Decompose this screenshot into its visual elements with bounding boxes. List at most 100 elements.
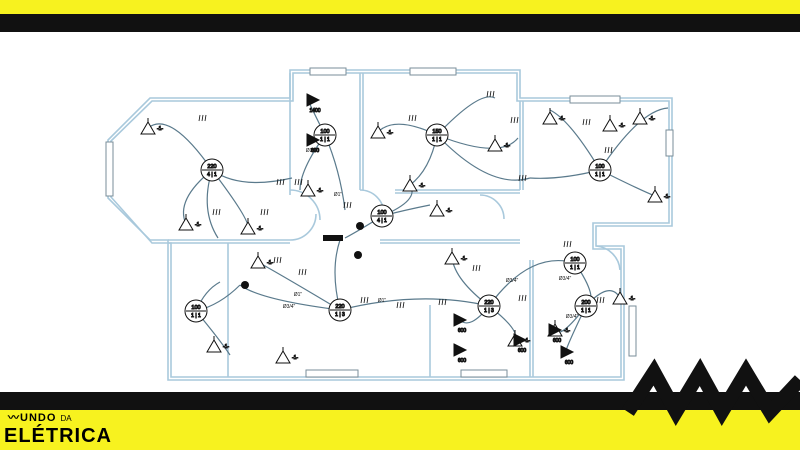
distribution-board	[323, 235, 343, 241]
socket-label: -1-	[223, 344, 229, 350]
socket-triangle: -1-	[178, 214, 202, 231]
load-label: 600	[458, 358, 467, 364]
load-label: 1400	[309, 108, 320, 114]
circuit-id-label: 1 | 1	[191, 313, 201, 319]
conductor-tick	[596, 296, 605, 304]
brand-word-da: DA	[60, 414, 72, 423]
socket-label: -1-	[649, 116, 655, 122]
wave-mark-icon: 〰	[8, 412, 20, 424]
conductor-tick	[343, 201, 352, 209]
load-label: 600	[458, 328, 467, 334]
conductor-tick	[518, 294, 527, 302]
circuit-id-label: 1 | 3	[484, 308, 494, 314]
circuit-power-label: 100	[191, 305, 200, 311]
circuit-power-label: 150	[432, 129, 441, 135]
conduit-labels: Ø1"Ø3/4"Ø1"Ø3/4"Ø3/4"Ø1"Ø3/4"Ø3/4"	[283, 148, 579, 320]
socket-triangle: -1-	[140, 118, 164, 135]
circuit-circle: 100 1 | 1	[184, 299, 208, 323]
socket-label: -1-	[157, 126, 163, 132]
socket-label: -1-	[257, 226, 263, 232]
socket-triangle: -1-	[602, 115, 626, 132]
conductor-tick	[563, 240, 572, 248]
bottom-black-band	[0, 392, 800, 410]
conductor-tick	[360, 296, 369, 304]
circuit-power-label: 220	[484, 300, 493, 306]
socket-triangle: -1-	[300, 180, 324, 197]
socket-triangle: -1-	[240, 218, 264, 235]
junction-dot	[354, 251, 362, 259]
power-load: 600	[306, 133, 321, 155]
socket-label: -1-	[292, 355, 298, 361]
socket-triangle: -1-	[487, 135, 511, 152]
load-label: 600	[311, 148, 320, 154]
circuit-id-label: 1 | 1	[581, 308, 591, 314]
socket-label: -1-	[564, 328, 570, 334]
circuit-power-label: 100	[377, 210, 386, 216]
circuit-id-label: 1 | 1	[320, 137, 330, 143]
circuit-circle: 100 1 | 1	[563, 251, 587, 275]
socket-label: -1-	[419, 183, 425, 189]
socket-label: -1-	[461, 256, 467, 262]
socket-triangle: -1-	[402, 175, 426, 192]
socket-label: -1-	[664, 194, 670, 200]
socket-triangle: -1-	[206, 336, 230, 353]
junction-dot	[356, 222, 364, 230]
circuit-power-label: 100	[570, 257, 579, 263]
socket-triangle: -1-	[612, 288, 636, 305]
conduit-diameter-label: Ø3/4"	[306, 148, 319, 154]
conductor-tick	[276, 178, 285, 186]
circuit-id-label: 1 | 3	[335, 312, 345, 318]
circuit-power-label: 100	[595, 164, 604, 170]
bottom-yellow-band	[0, 410, 800, 450]
circuit-id-label: 4 | 1	[377, 218, 387, 224]
circuit-circle: 100 4 | 1	[370, 204, 394, 228]
conductor-tick	[604, 146, 613, 154]
top-yellow-band	[0, 0, 800, 14]
power-load: 600	[453, 343, 468, 365]
conductor-tick	[408, 114, 417, 122]
socket-label: -1-	[504, 143, 510, 149]
conductor-tick	[396, 301, 405, 309]
circuit-circle: 200 1 | 1	[574, 294, 598, 318]
socket-triangle: -1-	[542, 108, 566, 125]
conduit-diameter-label: Ø3/4"	[559, 276, 572, 282]
conduit-diameter-label: Ø3/4"	[566, 314, 579, 320]
socket-label: -1-	[195, 222, 201, 228]
circuit-power-label: 200	[581, 300, 590, 306]
socket-label: -1-	[387, 130, 393, 136]
socket-label: -1-	[629, 296, 635, 302]
conductor-tick	[486, 90, 495, 98]
conduit-diameter-label: Ø3/4"	[283, 304, 296, 310]
conduit-diameter-label: Ø3/4"	[506, 278, 519, 284]
socket-symbols: -1- -1- -1- -1- -1- -1- -1- -1- -1- -1- -1- -1- -1- -…	[140, 108, 671, 364]
circuit-circle: 150 1 | 1	[425, 123, 449, 147]
circuit-power-label: 220	[335, 304, 344, 310]
power-load: 1400	[306, 93, 321, 115]
load-label: 600	[565, 360, 574, 366]
circuit-id-label: 1 | 1	[570, 265, 580, 271]
socket-triangle: -1-	[275, 347, 299, 364]
conductor-tick	[438, 298, 447, 306]
conductor-tick	[273, 256, 282, 264]
zigzag-logo	[622, 357, 800, 427]
brand-line1: 〰UNDO DA	[8, 409, 72, 425]
conduit-diameter-label: Ø1"	[334, 192, 343, 198]
circuit-circle: 220 1 | 3	[477, 294, 501, 318]
socket-label: -1-	[524, 338, 530, 344]
junction-dot	[241, 281, 249, 289]
conductor-tick	[582, 118, 591, 126]
socket-label: -1-	[317, 188, 323, 194]
top-black-band	[0, 14, 800, 32]
conductor-tick	[298, 268, 307, 276]
load-label: 600	[553, 338, 562, 344]
socket-triangle: -1-	[647, 186, 671, 203]
circuit-id-label: 1 | 1	[432, 137, 442, 143]
socket-label: -1-	[619, 123, 625, 129]
conductor-tick	[510, 116, 519, 124]
conduit-diameter-label: Ø1"	[294, 292, 303, 298]
